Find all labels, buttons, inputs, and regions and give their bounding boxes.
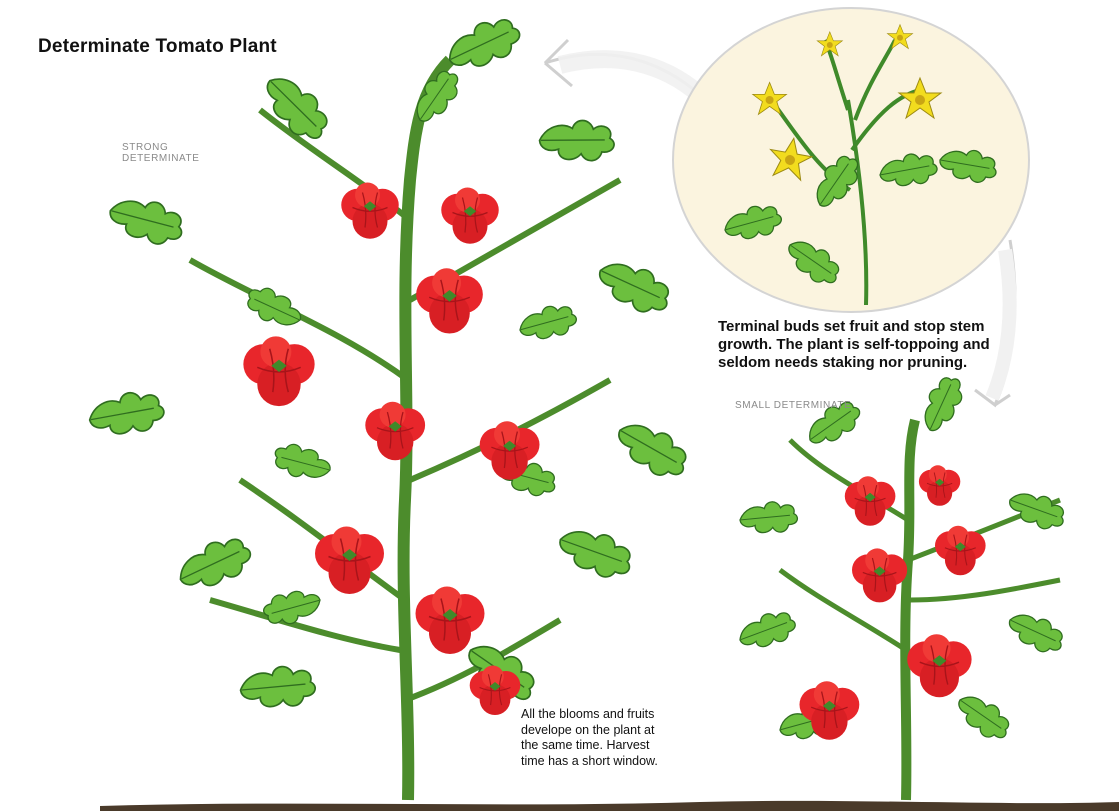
small-determinate-label: SMALL DETERMINATE: [735, 400, 955, 411]
harvest-note: All the blooms and fruits develope on th…: [521, 707, 781, 769]
page-title: Determinate Tomato Plant: [38, 36, 277, 58]
strong-determinate-plant: [86, 9, 694, 800]
terminal-buds-note: Terminal buds set fruit and stop stem gr…: [718, 318, 1118, 372]
strong-determinate-label: STRONG DETERMINATE: [122, 142, 262, 164]
soil-line: [100, 801, 1119, 811]
small-determinate-plant: [735, 372, 1068, 800]
